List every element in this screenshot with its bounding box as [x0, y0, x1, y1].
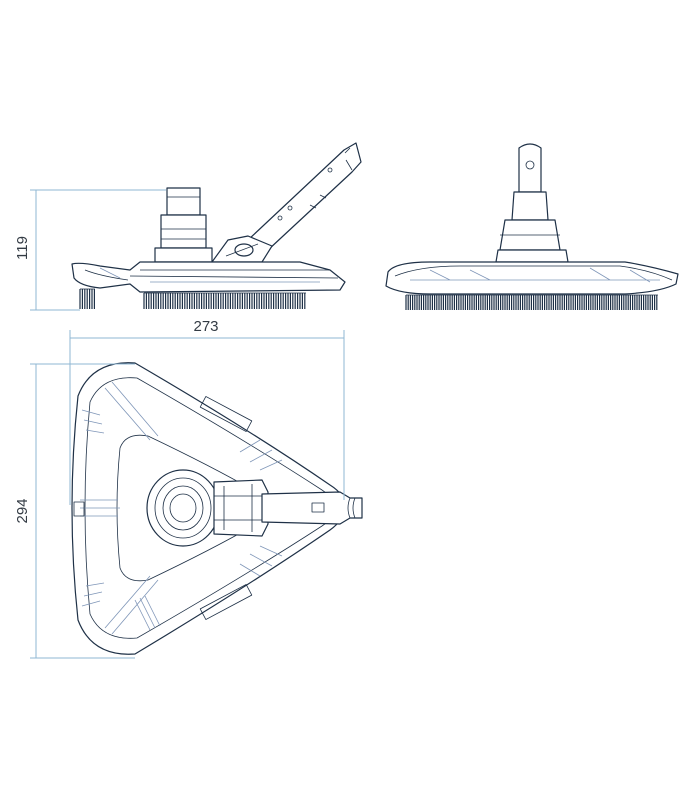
top-view-inner-shell [84, 377, 335, 639]
top-view-handle-connector [213, 479, 363, 537]
top-view-ribs [80, 381, 283, 635]
side-view-left-brush [79, 288, 96, 309]
front-view-brush [405, 294, 658, 310]
top-view-slot-upper [199, 396, 253, 432]
dimension-depth: 294 [14, 363, 135, 659]
dimension-height: 119 [14, 189, 166, 311]
top-view-slot-lower [199, 584, 253, 620]
front-view-neck [495, 143, 569, 263]
front-view-body [385, 261, 679, 295]
top-view [71, 362, 363, 655]
dimension-width: 273 [69, 318, 345, 505]
dimension-width-label: 273 [193, 318, 218, 335]
side-view-neck [154, 187, 213, 263]
dimension-depth-label: 294 [14, 498, 31, 523]
front-view [385, 143, 679, 310]
dimension-height-label: 119 [14, 236, 31, 260]
side-view-handle [211, 142, 362, 263]
side-view-brush [143, 292, 306, 309]
side-view-body [71, 261, 346, 293]
top-view-suction-port [146, 469, 220, 547]
top-view-slot-left [73, 501, 85, 517]
side-view [71, 142, 362, 309]
